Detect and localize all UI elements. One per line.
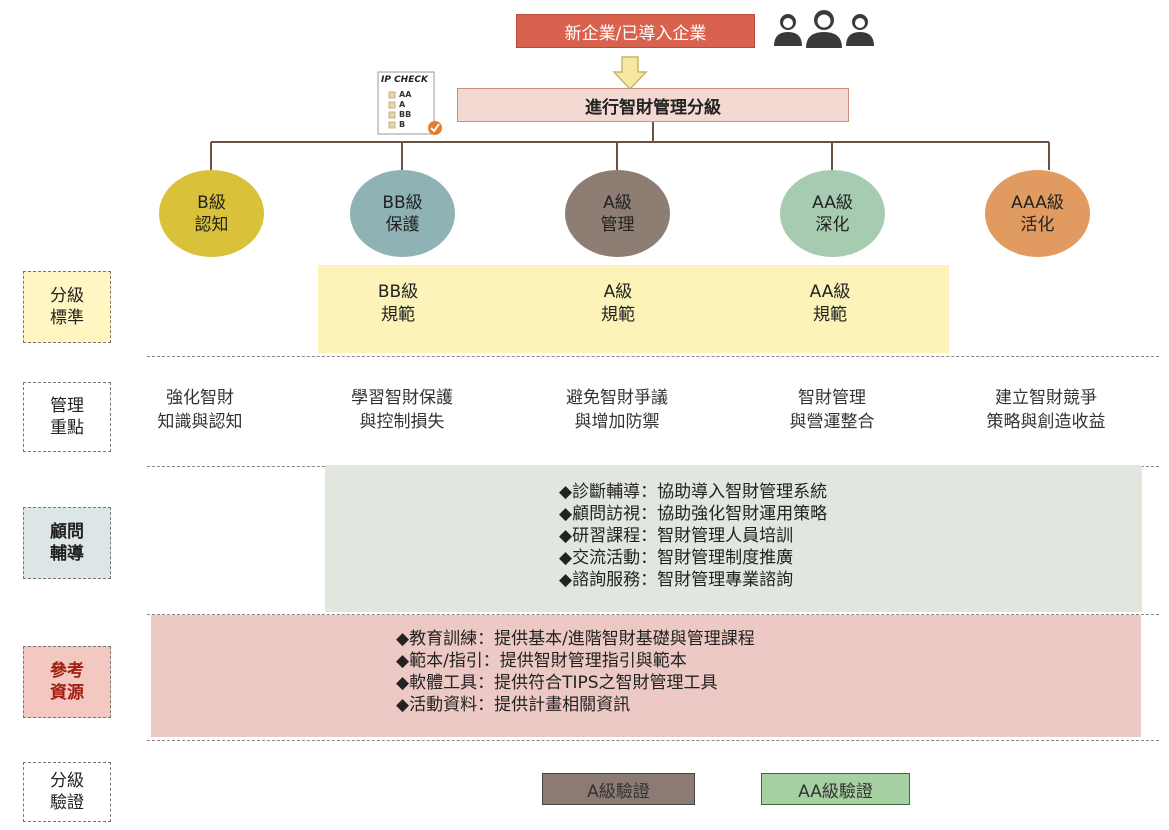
level-name: B級 xyxy=(197,192,226,213)
level-aaa-circle: AAA級 活化 xyxy=(985,170,1090,257)
row-label-line: 資源 xyxy=(50,683,84,703)
down-arrow-icon xyxy=(612,56,648,90)
a-certification-box: A級驗證 xyxy=(542,773,695,805)
focus-line: 策略與創造收益 xyxy=(986,412,1106,432)
focus-line: 與營運整合 xyxy=(789,412,875,432)
standard-line: AA級 xyxy=(809,282,851,302)
level-name: AA級 xyxy=(812,192,853,213)
consulting-list: ◆診斷輔導：協助導入智財管理系統 ◆顧問訪視：協助強化智財運用策略 ◆研習課程：… xyxy=(559,481,827,591)
row-label-line: 分級 xyxy=(50,286,84,306)
focus-line: 學習智財保護 xyxy=(351,388,453,408)
standard-line: 規範 xyxy=(381,305,415,325)
standard-bb: BB級 規範 xyxy=(360,281,436,327)
row-divider xyxy=(147,356,1159,357)
focus-b: 強化智財 知識與認知 xyxy=(130,386,270,434)
level-desc: 深化 xyxy=(815,214,850,235)
resources-list: ◆教育訓練：提供基本/進階智財基礎與管理課程 ◆範本/指引：提供智財管理指引與範… xyxy=(396,628,755,716)
focus-line: 智財管理 xyxy=(798,388,866,408)
row-label-resources: 參考 資源 xyxy=(23,646,111,718)
list-item: ◆顧問訪視：協助強化智財運用策略 xyxy=(559,504,828,524)
grading-title-box: 進行智財管理分級 xyxy=(457,88,849,122)
list-item: ◆軟體工具：提供符合TIPS之智財管理工具 xyxy=(396,673,718,693)
focus-line: 與增加防禦 xyxy=(574,412,660,432)
list-item: ◆諮詢服務：智財管理專業諮詢 xyxy=(559,570,794,590)
ip-check-item: BB xyxy=(399,110,412,119)
standard-line: A級 xyxy=(603,282,633,302)
focus-line: 避免智財爭議 xyxy=(566,388,668,408)
level-bb-circle: BB級 保護 xyxy=(350,170,455,257)
resources-panel xyxy=(151,615,1141,737)
ip-check-icon: IP CHECK AA A BB B xyxy=(375,70,447,138)
row-label-line: 管理 xyxy=(50,396,84,416)
focus-aaa: 建立智財競爭 策略與創造收益 xyxy=(956,386,1136,434)
focus-bb: 學習智財保護 與控制損失 xyxy=(322,386,482,434)
focus-line: 建立智財競爭 xyxy=(995,388,1097,408)
list-item: ◆教育訓練：提供基本/進階智財基礎與管理課程 xyxy=(396,629,755,649)
row-label-standard: 分級 標準 xyxy=(23,271,111,343)
ip-check-title: IP CHECK xyxy=(381,75,428,85)
focus-line: 知識與認知 xyxy=(157,412,243,432)
row-divider xyxy=(147,740,1159,741)
row-label-line: 顧問 xyxy=(50,522,84,542)
list-item: ◆活動資料：提供計畫相關資訊 xyxy=(396,695,631,715)
tree-connector xyxy=(210,122,1050,170)
standard-line: 規範 xyxy=(601,305,635,325)
list-item: ◆研習課程：智財管理人員培訓 xyxy=(559,526,794,546)
standard-line: BB級 xyxy=(377,282,419,302)
level-name: A級 xyxy=(603,192,632,213)
focus-aa: 智財管理 與營運整合 xyxy=(760,386,904,434)
level-name: BB級 xyxy=(382,192,423,213)
entry-box: 新企業/已導入企業 xyxy=(516,14,755,48)
standard-line: 規範 xyxy=(813,305,847,325)
list-item: ◆診斷輔導：協助導入智財管理系統 xyxy=(559,482,828,502)
level-a-circle: A級 管理 xyxy=(565,170,670,257)
level-desc: 認知 xyxy=(194,214,229,235)
people-icon xyxy=(774,10,874,48)
level-aa-circle: AA級 深化 xyxy=(780,170,885,257)
level-desc: 保護 xyxy=(385,214,420,235)
level-desc: 活化 xyxy=(1020,214,1055,235)
level-desc: 管理 xyxy=(600,214,635,235)
level-name: AAA級 xyxy=(1011,192,1064,213)
list-item: ◆交流活動：智財管理制度推廣 xyxy=(559,548,794,568)
level-b-circle: B級 認知 xyxy=(159,170,264,257)
ip-check-item: AA xyxy=(399,90,412,99)
row-label-line: 標準 xyxy=(50,308,84,328)
standard-aa: AA級 規範 xyxy=(792,281,868,327)
row-label-focus: 管理 重點 xyxy=(23,382,111,452)
row-label-line: 輔導 xyxy=(50,544,84,564)
aa-certification-box: AA級驗證 xyxy=(761,773,910,805)
focus-line: 強化智財 xyxy=(166,388,234,408)
list-item: ◆範本/指引：提供智財管理指引與範本 xyxy=(396,651,687,671)
row-label-line: 參考 xyxy=(50,661,84,681)
standard-a: A級 規範 xyxy=(580,281,656,327)
standards-panel xyxy=(318,265,949,353)
consulting-panel xyxy=(325,465,1142,612)
row-label-certification: 分級 驗證 xyxy=(23,762,111,822)
focus-line: 與控制損失 xyxy=(359,412,445,432)
row-label-line: 分級 xyxy=(50,771,84,791)
row-label-line: 驗證 xyxy=(50,793,84,813)
ip-check-item: A xyxy=(399,100,406,109)
row-divider xyxy=(147,614,1159,615)
row-label-line: 重點 xyxy=(50,418,84,438)
row-label-consulting: 顧問 輔導 xyxy=(23,507,111,579)
focus-a: 避免智財爭議 與增加防禦 xyxy=(532,386,702,434)
ip-check-item: B xyxy=(399,120,406,129)
